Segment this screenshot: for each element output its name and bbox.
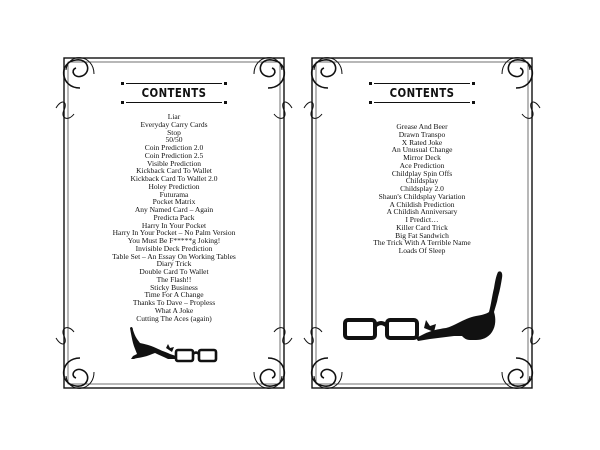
contents-item: Grease And Beer — [396, 122, 448, 131]
contents-item: Predicta Pack — [153, 212, 195, 222]
contents-item: Coin Prediction 2.5 — [144, 150, 204, 160]
contents-item: Visible Prediction — [147, 158, 201, 168]
cat-stretching-icon — [416, 271, 503, 341]
corner-scroll-bottom-right — [253, 327, 293, 389]
contents-item: Harry In Your Pocket — [141, 220, 207, 230]
glasses-icon — [174, 348, 218, 363]
corner-scroll-top-right — [501, 57, 541, 119]
contents-item: Mirror Deck — [403, 153, 441, 162]
contents-item: Childsplay — [405, 176, 439, 186]
contents-item: Harry In Your Pocket – No Palm Version — [112, 228, 236, 238]
contents-item: Invisible Deck Prediction — [135, 243, 213, 253]
contents-heading-block: CONTENTS — [54, 82, 294, 104]
contents-heading: CONTENTS — [389, 86, 455, 100]
contents-item: Childsplay 2.0 — [400, 184, 444, 193]
glasses-icon — [343, 318, 419, 340]
left-contents-page: CONTENTS Liar Everyday Carry Cards Stop … — [54, 48, 294, 398]
contents-item: Pocket Matrix — [152, 197, 196, 207]
contents-item: Kickback Card To Wallet 2.0 — [130, 174, 218, 183]
heading-rule-top — [369, 82, 475, 85]
contents-item: Childplay Spin Offs — [391, 168, 453, 178]
contents-item: Liar — [167, 112, 181, 121]
contents-item: I Predict… — [405, 215, 439, 224]
contents-item: The Flash!! — [156, 274, 192, 284]
contents-item: Stop — [167, 127, 181, 137]
contents-item: An Unusual Change — [391, 145, 453, 155]
heading-rule-bottom — [121, 101, 227, 104]
contents-item: X Rated Joke — [401, 137, 443, 147]
ornate-frame — [55, 57, 293, 389]
contents-item: Double Card To Wallet — [139, 267, 209, 276]
contents-item: Coin Prediction 2.0 — [144, 143, 204, 152]
contents-item: Loads Of Sleep — [398, 246, 446, 255]
contents-item: The Trick With A Terrible Name — [373, 238, 471, 248]
corner-scroll-bottom-left — [303, 327, 343, 389]
corner-scroll-bottom-right — [501, 327, 541, 389]
contents-item: Killer Card Trick — [396, 222, 448, 232]
ornate-frame — [303, 57, 541, 389]
corner-scroll-top-left — [55, 57, 95, 119]
contents-item: Futurama — [159, 189, 189, 199]
contents-item: Sticky Business — [150, 282, 198, 292]
corner-scroll-top-right — [253, 57, 293, 119]
contents-item: 50/50 — [165, 135, 183, 145]
contents-item: You Must Be F*****g Joking! — [127, 236, 221, 245]
contents-item: What A Joke — [154, 305, 194, 315]
contents-item: Shaun's Childsplay Variation — [378, 191, 466, 201]
contents-item: Ace Prediction — [399, 160, 445, 170]
contents-item: A Childish Anniversary — [386, 207, 458, 217]
contents-item: Any Named Card – Again — [134, 205, 214, 214]
contents-item: Thanks To Dave – Propless — [132, 298, 216, 307]
contents-item: Holey Prediction — [148, 181, 200, 191]
contents-item: Time For A Change — [144, 290, 204, 300]
contents-item: Table Set – An Essay On Working Tables — [112, 251, 236, 261]
contents-list: Liar Everyday Carry Cards Stop 50/50 Coi… — [64, 113, 284, 322]
right-contents-page: CONTENTS Grease And Beer Drawn Transpo X… — [302, 48, 542, 398]
contents-item: Drawn Transpo — [398, 129, 446, 139]
contents-item: Cutting The Aces (again) — [136, 313, 212, 323]
contents-item: Big Fat Sandwich — [395, 230, 449, 240]
corner-scroll-bottom-left — [55, 327, 95, 389]
contents-list: Grease And Beer Drawn Transpo X Rated Jo… — [312, 123, 532, 255]
contents-item: Kickback Card To Wallet — [136, 166, 212, 176]
cat-stretching-icon — [130, 326, 176, 359]
contents-heading-block: CONTENTS — [302, 82, 542, 104]
contents-item: A Childish Prediction — [389, 199, 455, 209]
contents-item: Diary Trick — [156, 259, 192, 269]
contents-item: Everyday Carry Cards — [140, 119, 208, 129]
heading-rule-top — [121, 82, 227, 85]
corner-scroll-top-left — [303, 57, 343, 119]
contents-heading: CONTENTS — [141, 86, 207, 100]
heading-rule-bottom — [369, 101, 475, 104]
